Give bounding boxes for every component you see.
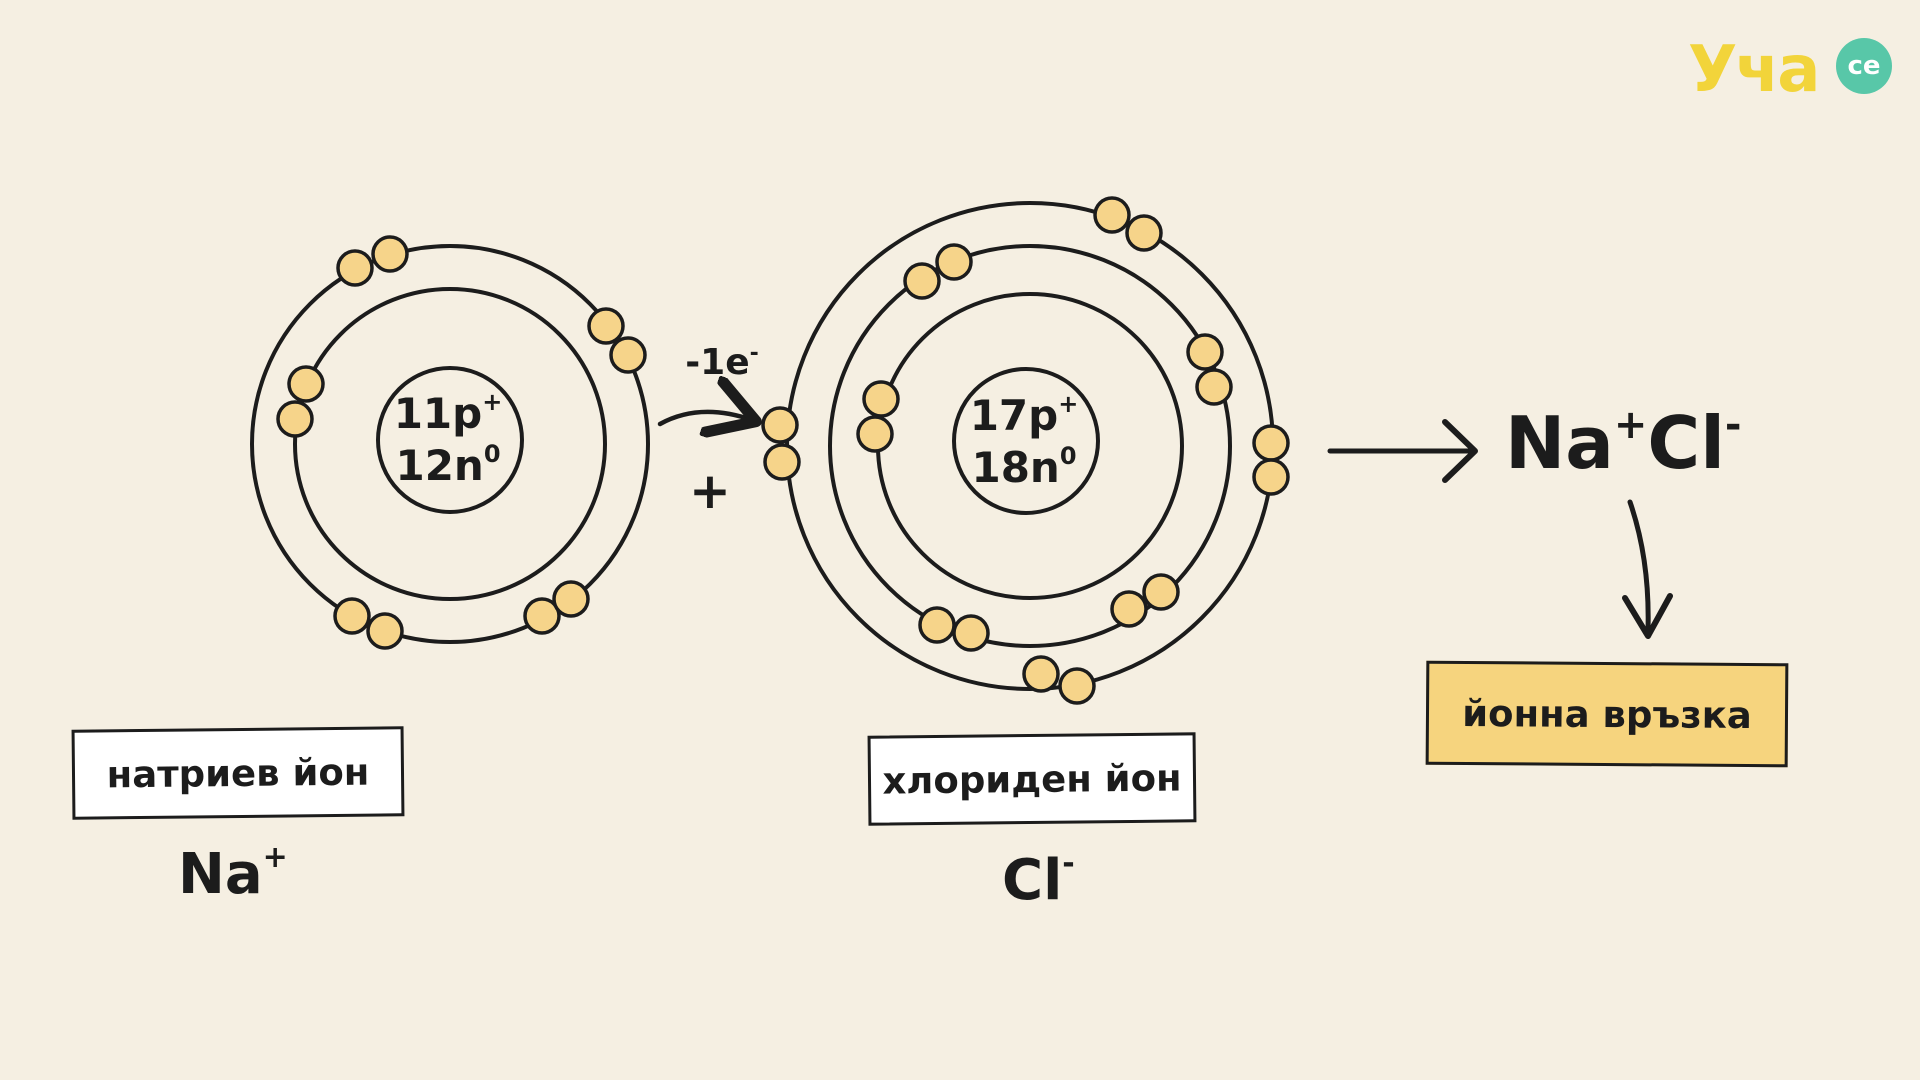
chlorine-middle-shell xyxy=(828,244,1232,648)
sodium-electron-6 xyxy=(276,400,314,438)
ucha-se-logo: Уча се xyxy=(1688,30,1898,110)
sodium-middle-shell xyxy=(293,287,607,601)
sodium-atom: 11p+ 12n0 xyxy=(250,235,650,650)
chloride-ion-symbol: Cl- xyxy=(1002,846,1075,913)
sodium-protons: 11p+ xyxy=(394,388,503,438)
chloride-charge: - xyxy=(1062,846,1075,882)
sodium-electron-1 xyxy=(336,249,374,287)
sodium-ion-symbol: Na+ xyxy=(178,840,288,907)
sodium-ion-label: натриев йон xyxy=(71,726,405,820)
chlorine-electron-5 xyxy=(1252,424,1290,462)
chlorine-electron-18 xyxy=(856,415,894,453)
sodium-charge: + xyxy=(262,840,288,876)
logo-badge: се xyxy=(1836,38,1892,94)
plus-sign: + xyxy=(689,462,731,520)
bond-arrow xyxy=(1627,499,1651,633)
chloride-symbol-text: Cl xyxy=(1002,848,1063,913)
sodium-nucleus xyxy=(376,366,524,514)
chlorine-electrons xyxy=(761,196,1290,705)
chlorine-electron-11 xyxy=(1186,333,1224,371)
electron-transfer-arrow xyxy=(657,412,752,424)
chlorine-electron-1 xyxy=(761,406,799,444)
chlorine-electron-16 xyxy=(952,614,990,652)
sodium-neutrons: 12n0 xyxy=(395,440,500,490)
sodium-electron-10 xyxy=(552,580,590,618)
chloride-ion-label: хлориден йон xyxy=(867,732,1197,826)
chlorine-electron-6 xyxy=(1252,458,1290,496)
chlorine-electron-17 xyxy=(862,380,900,418)
electron-transfer-label: -1e- xyxy=(685,341,759,383)
chlorine-electron-4 xyxy=(1125,214,1163,252)
sodium-electron-2 xyxy=(371,235,409,273)
sodium-symbol-text: Na xyxy=(178,842,263,907)
reaction-arrowhead xyxy=(1442,419,1478,483)
chlorine-electron-15 xyxy=(918,606,956,644)
chlorine-electron-12 xyxy=(1195,368,1233,406)
chlorine-electron-2 xyxy=(763,443,801,481)
sodium-electron-8 xyxy=(366,612,404,650)
chlorine-electron-14 xyxy=(1110,590,1148,628)
chlorine-electron-3 xyxy=(1093,196,1131,234)
sodium-electron-4 xyxy=(609,336,647,374)
chlorine-electron-8 xyxy=(1058,667,1096,705)
chlorine-protons: 17p+ xyxy=(970,390,1079,440)
sodium-electron-5 xyxy=(287,365,325,403)
reaction: Na+Cl- xyxy=(1327,401,1742,639)
sodium-ion-label-text: натриев йон xyxy=(106,750,370,796)
logo-text: Уча xyxy=(1688,33,1820,107)
sodium-electron-3 xyxy=(587,307,625,345)
chlorine-electron-9 xyxy=(903,262,941,300)
electron-transfer: -1e- + xyxy=(657,341,759,520)
chlorine-nucleus xyxy=(952,367,1100,515)
product-formula: Na+Cl- xyxy=(1505,401,1742,485)
chlorine-atom: 17p+ 18n0 xyxy=(761,196,1290,705)
chloride-ion-label-text: хлориден йон xyxy=(882,755,1182,803)
chlorine-electron-13 xyxy=(1142,573,1180,611)
sodium-electron-7 xyxy=(333,597,371,635)
bond-arrowhead xyxy=(1622,593,1673,639)
ionic-bond-label: йонна връзка xyxy=(1425,660,1789,768)
sodium-outer-shell xyxy=(250,244,650,644)
chlorine-electron-7 xyxy=(1022,655,1060,693)
sodium-electrons xyxy=(276,235,647,650)
sodium-electron-9 xyxy=(523,597,561,635)
ionic-bond-label-text: йонна връзка xyxy=(1462,691,1752,737)
chlorine-electron-10 xyxy=(935,243,973,281)
chlorine-neutrons: 18n0 xyxy=(971,442,1076,492)
